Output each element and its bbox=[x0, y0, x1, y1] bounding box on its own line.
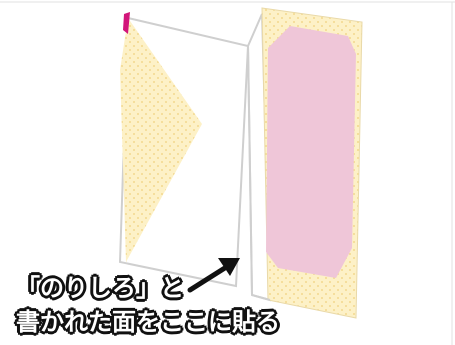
caption-line-1: 「のりしろ」と bbox=[16, 274, 184, 302]
pink-panel bbox=[266, 26, 356, 278]
arrow-pointing-up-right-icon bbox=[187, 258, 240, 293]
caption-line-2: 書かれた面をここに貼る bbox=[16, 308, 280, 336]
bottom-fold-line bbox=[251, 294, 271, 301]
magenta-tab bbox=[123, 12, 130, 34]
left-panel-outline bbox=[118, 16, 250, 288]
glue-flap-left bbox=[120, 18, 202, 262]
